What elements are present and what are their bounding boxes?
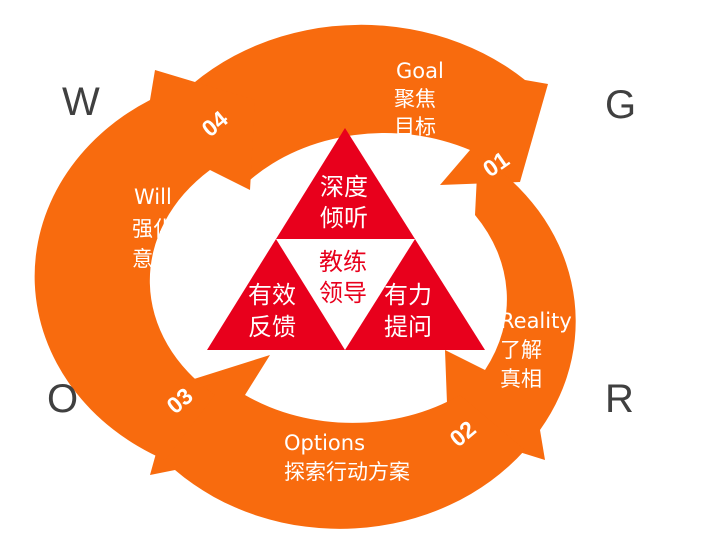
options-label-en: Options	[284, 431, 365, 455]
triangle-group	[207, 128, 485, 350]
cycle-ring	[34, 24, 576, 529]
ring-arrow-reality	[445, 155, 576, 460]
corner-letter-g: G	[605, 83, 636, 127]
triangle-center	[276, 239, 415, 350]
ring-arrow-goal	[160, 24, 548, 185]
triangle-right-line2: 提问	[384, 313, 432, 341]
triangle-center-line2: 领导	[319, 279, 367, 307]
triangle-left-line1: 有效	[248, 281, 296, 309]
options-label-cn: 探索行动方案	[284, 460, 410, 484]
triangle-center-line1: 教练	[319, 248, 367, 276]
goal-label-cn1: 聚焦	[394, 87, 436, 111]
will-label-cn2: 意愿	[132, 247, 174, 271]
triangle-right-line1: 有力	[384, 281, 432, 309]
corner-letter-o: O	[47, 377, 78, 421]
reality-label-cn1: 了解	[500, 338, 542, 362]
goal-label-en: Goal	[396, 59, 444, 83]
corner-letter-r: R	[605, 377, 634, 421]
goal-label-cn2: 目标	[394, 115, 436, 139]
reality-label-en: Reality	[500, 309, 572, 333]
ring-arrow-will	[34, 70, 255, 460]
ring-arrow-options	[150, 355, 525, 529]
will-label-en: Will	[134, 185, 172, 209]
reality-label-cn2: 真相	[500, 367, 542, 391]
triangle-top-line1: 深度	[320, 173, 368, 201]
corner-letter-w: W	[62, 80, 100, 124]
triangle-left-line2: 反馈	[248, 313, 296, 341]
triangle-top-line2: 倾听	[320, 204, 368, 232]
will-label-cn1: 强化	[132, 217, 174, 241]
